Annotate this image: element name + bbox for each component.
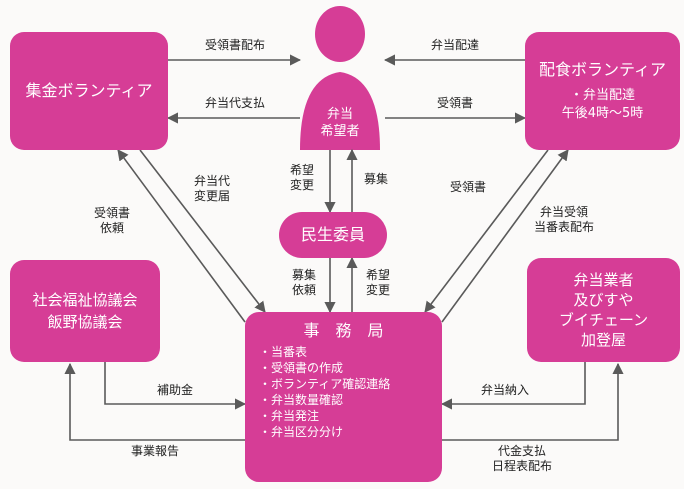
business-report-label: 事業報告 [130, 444, 179, 458]
wish-change-up-label: 希望 変更 [282, 163, 322, 193]
lunch-fee-change-notice-line-2: 変更届 [193, 189, 230, 203]
office-task-6: ・弁当区分分け [259, 425, 344, 439]
wish-change-down-line-1: 希望 [365, 268, 390, 282]
office-task-3: ・ボランティア確認連絡 [259, 377, 391, 391]
office-task-list: ・当番表 ・受領書の作成 ・ボランティア確認連絡 ・弁当数量確認 ・弁当発注 ・… [245, 344, 390, 440]
wish-change-down-label: 希望 変更 [358, 268, 398, 298]
welfare-commissioner-node: 民生委員 [279, 212, 387, 258]
office-title: 事 務 局 [303, 321, 384, 340]
recruit-request-line-2: 依頼 [291, 283, 316, 297]
delivery-volunteer-detail-2: 午後4時～5時 [561, 106, 644, 121]
recruit-down-label: 募集 [363, 172, 388, 186]
lunch-fee-change-notice-label: 弁当代 変更届 [182, 174, 242, 204]
collection-volunteer-title: 集金ボランティア [25, 81, 153, 100]
receipt-request-line-1: 受領書 [93, 206, 130, 220]
person-label: 弁当 希望者 [304, 106, 376, 140]
office-task-1: ・当番表 [259, 345, 308, 359]
arrows [64, 54, 624, 441]
vendor-line-3: ブイチェーン [558, 311, 649, 329]
collection-volunteer-node: 集金ボランティア [10, 32, 168, 150]
office-task-4: ・弁当数量確認 [259, 393, 344, 407]
person-icon [300, 6, 380, 150]
person-label-line-2: 希望者 [320, 124, 360, 139]
receipt-to-office-label: 受領書 [449, 180, 486, 194]
payment-schedule-line-2: 日程表配布 [491, 459, 552, 473]
lunch-receipt-duty-roster-line-1: 弁当受領 [539, 205, 588, 219]
receipt-label: 受領書 [436, 96, 473, 110]
council-node: 社会福祉協議会 飯野協議会 [10, 260, 160, 362]
vendor-node: 弁当業者 及びすや ブイチェーン 加登屋 [527, 258, 680, 362]
council-line-2: 飯野協議会 [47, 313, 123, 331]
vendor-line-2: 及びすや [573, 291, 634, 309]
vendor-line-4: 加登屋 [580, 331, 626, 349]
receipt-request-label: 受領書 依頼 [82, 206, 142, 236]
delivery-volunteer-title: 配食ボランティア [538, 60, 667, 79]
lunch-delivery-label: 弁当配達 [430, 38, 479, 52]
recruit-request-label: 募集 依頼 [284, 268, 324, 298]
delivery-volunteer-node: 配食ボランティア ・弁当配達 午後4時～5時 [525, 32, 680, 150]
payment-schedule-label: 代金支払 日程表配布 [482, 444, 562, 474]
lunch-receipt-duty-roster-line-2: 当番表配布 [533, 220, 594, 234]
office-task-2: ・受領書の作成 [259, 361, 344, 375]
office-task-5: ・弁当発注 [259, 409, 320, 423]
council-line-1: 社会福祉協議会 [32, 291, 138, 309]
office-node: 事 務 局 ・当番表 ・受領書の作成 ・ボランティア確認連絡 ・弁当数量確認 ・… [245, 312, 442, 482]
payment-schedule-line-1: 代金支払 [497, 444, 546, 458]
lunch-payment-proxy-label: 弁当代支払 [204, 96, 265, 110]
receipt-request-line-2: 依頼 [99, 221, 124, 235]
wish-change-up-line-1: 希望 [289, 163, 314, 177]
vendor-line-1: 弁当業者 [573, 271, 634, 289]
lunch-receipt-duty-roster-label: 弁当受領 当番表配布 [528, 205, 600, 235]
lunch-supply-label: 弁当納入 [480, 383, 529, 397]
wish-change-up-line-2: 変更 [289, 178, 314, 192]
recruit-request-line-1: 募集 [291, 268, 316, 282]
subsidy-label: 補助金 [156, 383, 193, 397]
welfare-commissioner-title: 民生委員 [300, 225, 365, 244]
person-label-line-1: 弁当 [326, 107, 353, 122]
receipt-distribution-label: 受領書配布 [204, 38, 265, 52]
wish-change-down-line-2: 変更 [365, 283, 390, 297]
delivery-volunteer-detail-1: ・弁当配達 [569, 88, 635, 103]
lunch-fee-change-notice-line-1: 弁当代 [193, 174, 230, 188]
